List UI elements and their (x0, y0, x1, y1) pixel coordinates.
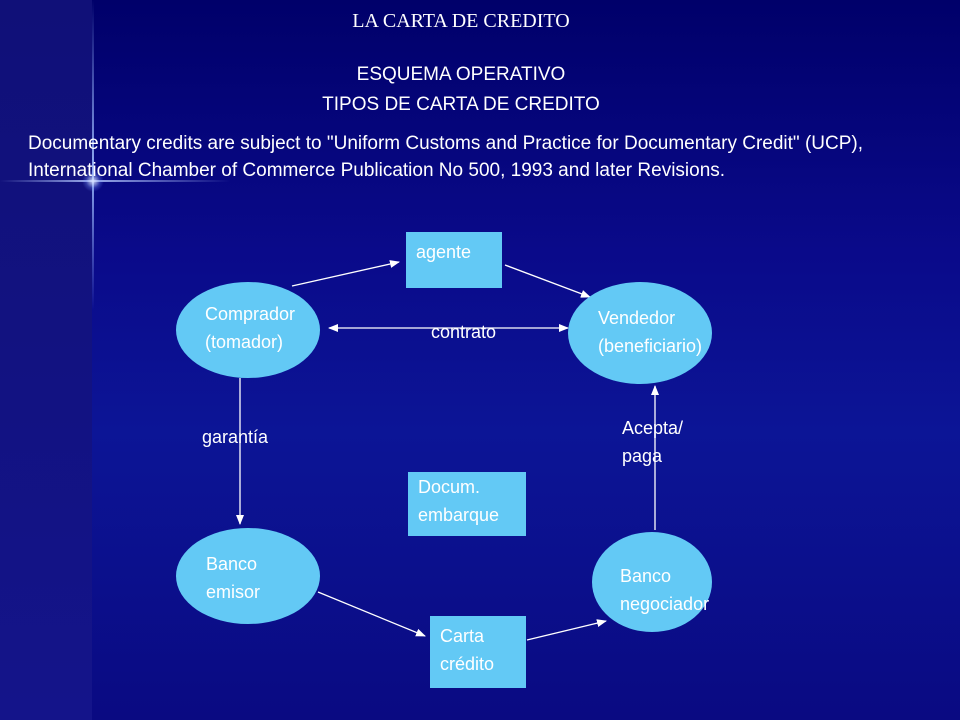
node-comprador-label: Comprador (tomador) (205, 300, 295, 356)
banco-negociador-line1: Banco (620, 566, 672, 586)
light-flare-center (82, 170, 104, 192)
left-decorative-band (0, 0, 92, 720)
node-agente: agente (406, 232, 502, 288)
banco-emisor-line1: Banco (206, 554, 258, 574)
subtitle-esquema: ESQUEMA OPERATIVO (356, 64, 566, 85)
arrow-carta-negociador (526, 619, 607, 641)
comprador-line1: Comprador (205, 304, 296, 324)
node-banco-negociador-label: Banco negociador (620, 562, 709, 618)
arrow-agente-vendedor (504, 264, 591, 298)
docum-line1: Docum. (418, 477, 481, 497)
light-flare-horizontal (0, 180, 230, 182)
node-banco-negociador (592, 532, 712, 632)
light-flare-vertical (92, 0, 94, 310)
node-vendedor-label: Vendedor (beneficiario) (598, 304, 702, 360)
label-contrato: contrato (431, 322, 497, 342)
label-garantia: garantía (202, 427, 269, 447)
vendedor-line2: (beneficiario) (598, 336, 703, 356)
ucp-note: Documentary credits are subject to "Unif… (28, 133, 863, 181)
label-acepta-paga: Acepta/ paga (622, 414, 683, 470)
carta-line2: crédito (440, 654, 495, 674)
node-banco-emisor-label: Banco emisor (206, 550, 260, 606)
node-carta-credito: Carta crédito (430, 616, 526, 688)
node-docum-embarque: Docum. embarque (408, 472, 526, 536)
vendedor-line1: Vendedor (598, 308, 676, 328)
slide-title: LA CARTA DE CREDITO (352, 10, 570, 32)
subtitle-tipos: TIPOS DE CARTA DE CREDITO (322, 94, 600, 115)
arrow-comprador-agente (291, 260, 400, 287)
node-agente-label: agente (416, 242, 472, 262)
node-comprador (176, 282, 320, 378)
node-banco-emisor (176, 528, 320, 624)
acepta-line1: Acepta/ (622, 418, 684, 438)
arrow-emisor-carta (317, 591, 426, 637)
node-vendedor (568, 282, 712, 384)
comprador-line2: (tomador) (205, 332, 284, 352)
docum-line2: embarque (418, 505, 500, 525)
banco-emisor-line2: emisor (206, 582, 261, 602)
acepta-line2: paga (622, 446, 663, 466)
carta-line1: Carta (440, 626, 485, 646)
banco-negociador-line2: negociador (620, 594, 710, 614)
